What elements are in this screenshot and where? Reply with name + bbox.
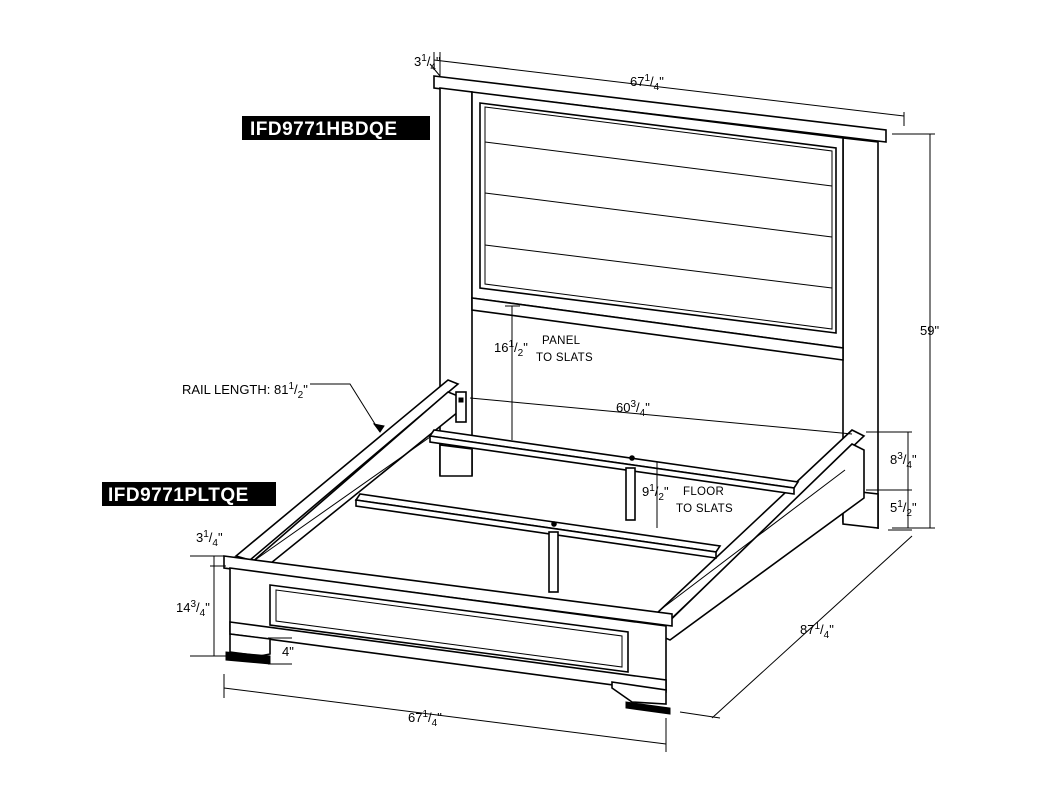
dim-headboard-top-thickness: 31/4" bbox=[414, 53, 441, 73]
note-floor-to-slats: TO SLATS bbox=[676, 503, 733, 515]
right-rail bbox=[654, 429, 866, 621]
footboard-top-cap bbox=[223, 555, 673, 627]
dim-post-lower: 51/2" bbox=[890, 499, 917, 519]
dim-footboard-top-thickness: 31/4" bbox=[196, 529, 223, 549]
dimension-lines bbox=[190, 52, 935, 752]
svg-text:IFD9771PLTQE: IFD9771PLTQE bbox=[108, 485, 249, 506]
slats bbox=[354, 391, 800, 593]
slat-1 bbox=[428, 429, 800, 489]
headboard bbox=[433, 75, 887, 529]
svg-text:IFD9771HBDQE: IFD9771HBDQE bbox=[250, 119, 398, 140]
dim-footboard-width: 671/4" bbox=[408, 709, 442, 729]
footboard-panel bbox=[269, 584, 629, 673]
footboard-right-foot bbox=[625, 701, 671, 715]
note-panel: PANEL bbox=[542, 335, 581, 347]
headboard-code-label: IFD9771HBDQE bbox=[242, 116, 430, 140]
dim-overall-length: 871/4" bbox=[800, 621, 834, 641]
headboard-top-cap bbox=[433, 75, 887, 143]
left-rail bbox=[234, 379, 460, 561]
dim-floor-to-slats: 91/2" bbox=[642, 483, 669, 503]
note-to-slats: TO SLATS bbox=[536, 352, 593, 364]
dim-foot-height: 4" bbox=[282, 644, 294, 659]
dim-inner-width: 603/4" bbox=[616, 399, 650, 419]
dim-rail-length: RAIL LENGTH: 811/2" bbox=[182, 381, 308, 401]
dim-post-upper: 83/4" bbox=[890, 451, 917, 471]
footboard bbox=[223, 555, 673, 715]
headboard-panel bbox=[479, 102, 837, 334]
dim-footboard-height: 143/4" bbox=[176, 599, 210, 619]
dim-overall-height: 59" bbox=[920, 323, 939, 338]
rails-code-label: IFD9771PLTQE bbox=[102, 482, 276, 506]
dim-panel-to-slats: 161/2" bbox=[494, 339, 528, 359]
slat-2 bbox=[354, 493, 722, 553]
dim-headboard-width: 671/4" bbox=[630, 73, 664, 93]
note-floor: FLOOR bbox=[683, 486, 724, 498]
